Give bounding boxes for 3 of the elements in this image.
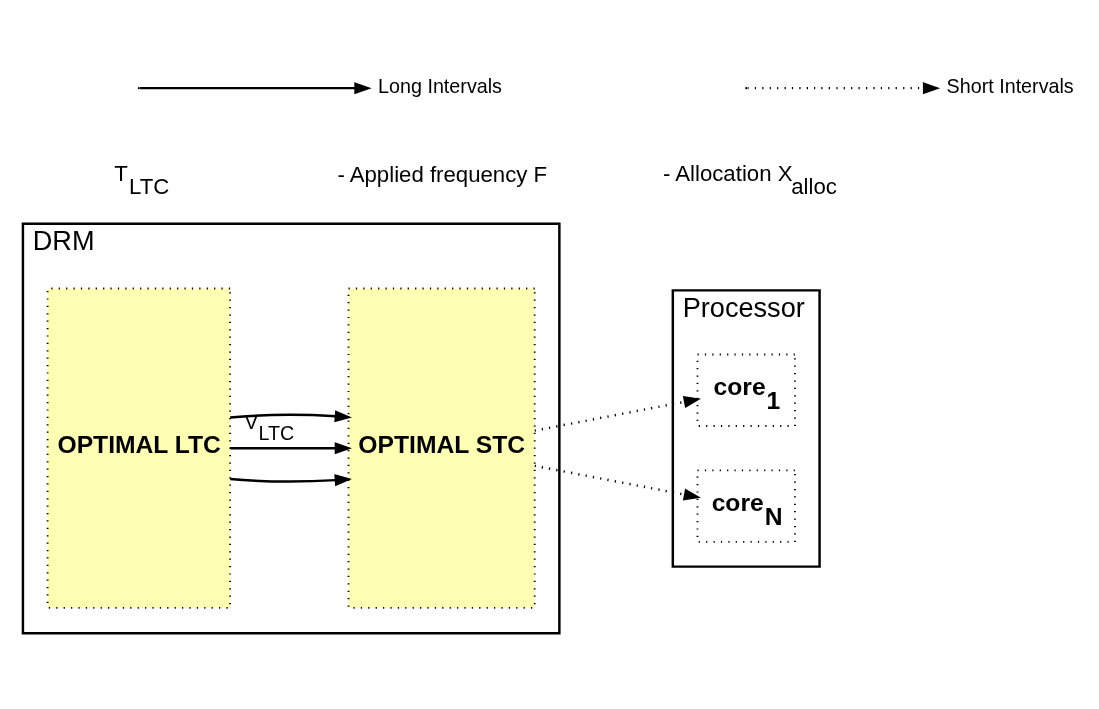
legend-label: Short Intervals [946,74,1074,97]
legend-label: Long Intervals [378,74,502,97]
label: - Applied frequency F [337,162,548,188]
